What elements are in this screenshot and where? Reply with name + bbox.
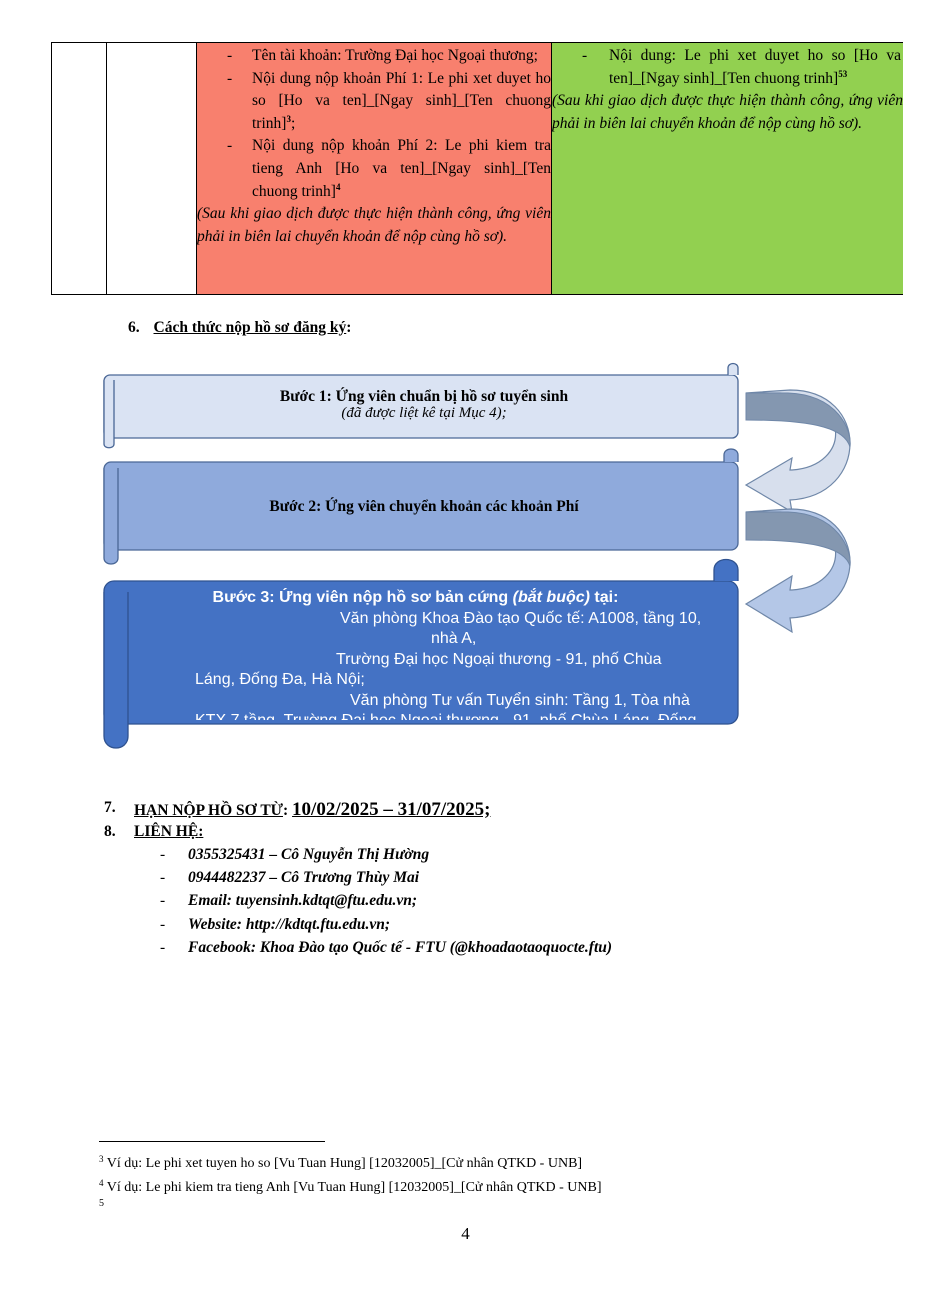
bullet-content: Nội dung: Le phi xet duyet ho so [Ho va … <box>552 45 903 90</box>
step-3-line-2: nhà A, <box>431 630 477 647</box>
footnote-3: 3 Ví dụ: Le phi xet tuyen ho so [Vu Tuan… <box>99 1154 583 1172</box>
deadline-label: HẠN NỘP HỒ SƠ TỪ <box>134 802 283 819</box>
footnote-4: 4 Ví dụ: Le phi kiem tra tieng Anh [Vu T… <box>99 1178 602 1196</box>
section-number: 7. <box>104 799 116 816</box>
receipt-note-2: (Sau khi giao dịch được thực hiện thành … <box>552 92 903 132</box>
table-cell-empty-1 <box>52 43 107 294</box>
step-3-line-6: KTX 7 tầng, Trường Đại học Ngoại thương … <box>128 711 738 720</box>
step-3-line-5: Văn phòng Tư vấn Tuyển sinh: Tầng 1, Tòa… <box>350 691 690 709</box>
step-1-scroll <box>103 362 739 449</box>
step-3-line-1: Văn phòng Khoa Đào tạo Quốc tế: A1008, t… <box>340 609 702 627</box>
step-2-title: Bước 2: Ứng viên chuyển khoản các khoản … <box>269 498 579 515</box>
section-title: Cách thức nộp hồ sơ đăng ký <box>153 319 347 336</box>
step-1-title: Bước 1: Ứng viên chuẩn bị hồ sơ tuyển si… <box>279 388 569 405</box>
footnote-ref-3: 3 <box>286 113 291 124</box>
footnote-ref-4: 4 <box>335 181 341 192</box>
footnote-separator <box>99 1141 325 1142</box>
step-3-label: Bước 3: Ứng viên nộp hồ sơ bản cứng (bắt… <box>128 588 738 720</box>
section-6-heading: 6. Cách thức nộp hồ sơ đăng ký: <box>128 319 352 336</box>
page-number: 4 <box>461 1224 470 1243</box>
footnote-ref-53: 53 <box>838 68 848 79</box>
fee-table: Tên tài khoản: Trường Đại học Ngoại thươ… <box>51 42 903 295</box>
step-2-scroll <box>103 448 739 565</box>
curved-arrow-1 <box>744 389 851 514</box>
deadline-dates: 10/02/2025 – 31/07/2025; <box>292 799 491 820</box>
step-2-label: Bước 2: Ứng viên chuyển khoản các khoản … <box>104 498 744 516</box>
process-diagram <box>103 362 851 749</box>
step-3-line-4: Láng, Đống Đa, Hà Nội; <box>195 671 365 688</box>
footnote-5: 5 <box>99 1198 104 1209</box>
step-1-label: Bước 1: Ứng viên chuẩn bị hồ sơ tuyển si… <box>104 388 744 422</box>
bullet-fee-2: Nội dung nộp khoản Phí 2: Le phi kiem tr… <box>197 135 551 203</box>
section-number: 6. <box>128 319 140 336</box>
table-cell-bank-info: Tên tài khoản: Trường Đại học Ngoại thươ… <box>197 43 552 294</box>
section-number: 8. <box>104 823 116 840</box>
bullet-fee-1: Nội dung nộp khoản Phí 1: Le phi xet duy… <box>197 68 551 136</box>
receipt-note: (Sau khi giao dịch được thực hiện thành … <box>197 205 551 245</box>
contact-label: LIÊN HỆ <box>134 823 199 840</box>
step-1-subtitle: (đã được liệt kê tại Mục 4); <box>341 405 507 421</box>
step-3-title: Bước 3: Ứng viên nộp hồ sơ bản cứng (bắt… <box>212 589 619 606</box>
step-3-line-3: Trường Đại học Ngoại thương - 91, phố Ch… <box>336 650 662 668</box>
bullet-account-name: Tên tài khoản: Trường Đại học Ngoại thươ… <box>197 45 551 68</box>
step-3-scroll <box>103 558 739 749</box>
table-cell-content: Nội dung: Le phi xet duyet ho so [Ho va … <box>552 43 903 294</box>
curved-arrow-2 <box>744 508 851 634</box>
